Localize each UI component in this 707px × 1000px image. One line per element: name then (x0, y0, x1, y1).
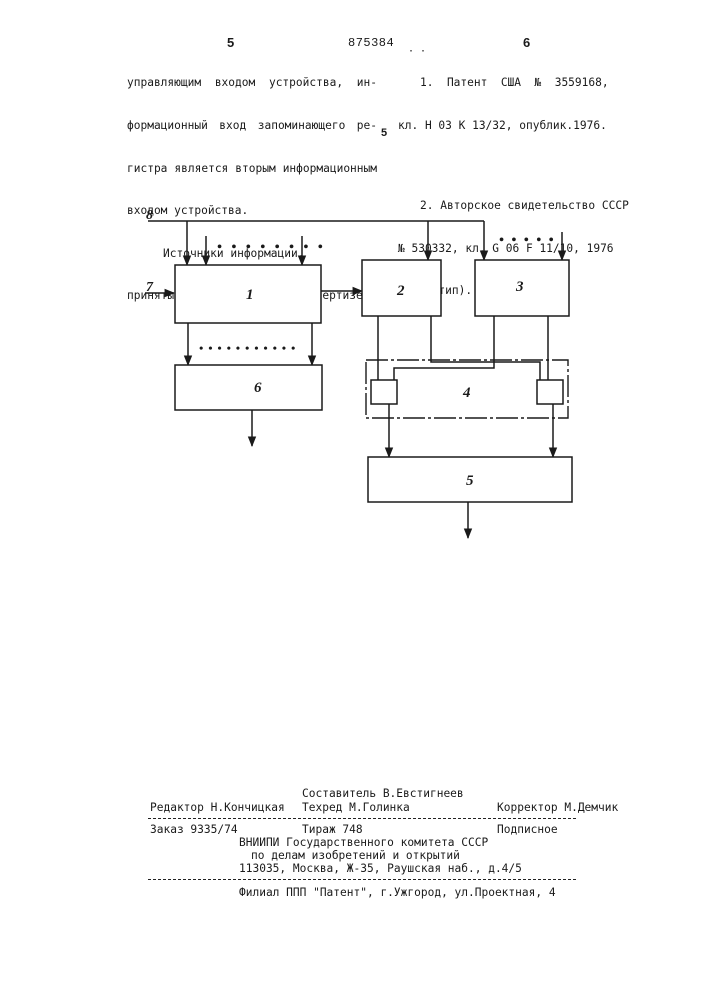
footer-order: Заказ 9335/74 (150, 823, 238, 836)
block-6 (175, 365, 322, 410)
footer-rule-2 (148, 879, 576, 880)
footer-subscription: Подписное (497, 823, 558, 836)
footer-org-3: 113035, Москва, Ж-35, Раушская наб., д.4… (239, 862, 522, 875)
footer-org-2: по делам изобретений и открытий (251, 849, 460, 862)
footer-techred: Техред М.Голинка (302, 801, 410, 814)
block-4-label: 4 (462, 385, 471, 401)
block-3-to-element-4a (394, 316, 494, 380)
dots-block-6-inputs: • • • • • • • • • • • (199, 341, 296, 355)
block-6-label: 6 (254, 380, 262, 396)
dots-block-3-inputs: • • • • • (499, 233, 556, 248)
footer-org-1: ВНИИПИ Государственного комитета СССР (239, 836, 488, 849)
footer-rule-1 (148, 818, 576, 819)
dots-block-1-inputs: • • • • • • • • (217, 240, 326, 255)
block-3-label: 3 (515, 279, 524, 295)
footer-corrector: Корректор М.Демчик (497, 801, 618, 814)
input-7-label: 7 (146, 280, 154, 295)
input-8-label: 8 (146, 208, 153, 223)
block-1-label: 1 (246, 287, 254, 303)
block-2-label: 2 (396, 283, 405, 299)
block-2-to-element-4b (431, 316, 540, 380)
block-4-element-right (537, 380, 563, 404)
block-4-element-left (371, 380, 397, 404)
footer-editor: Редактор Н.Кончицкая (150, 801, 285, 814)
footer-circulation: Тираж 748 (302, 823, 363, 836)
block-diagram: • • • • • • • • • • • • • • • • • • • • … (0, 0, 707, 560)
block-5-label: 5 (466, 473, 474, 489)
footer-compiler: Составитель В.Евстигнеев (302, 787, 464, 800)
footer-branch: Филиал ППП "Патент", г.Ужгород, ул.Проек… (239, 886, 556, 899)
